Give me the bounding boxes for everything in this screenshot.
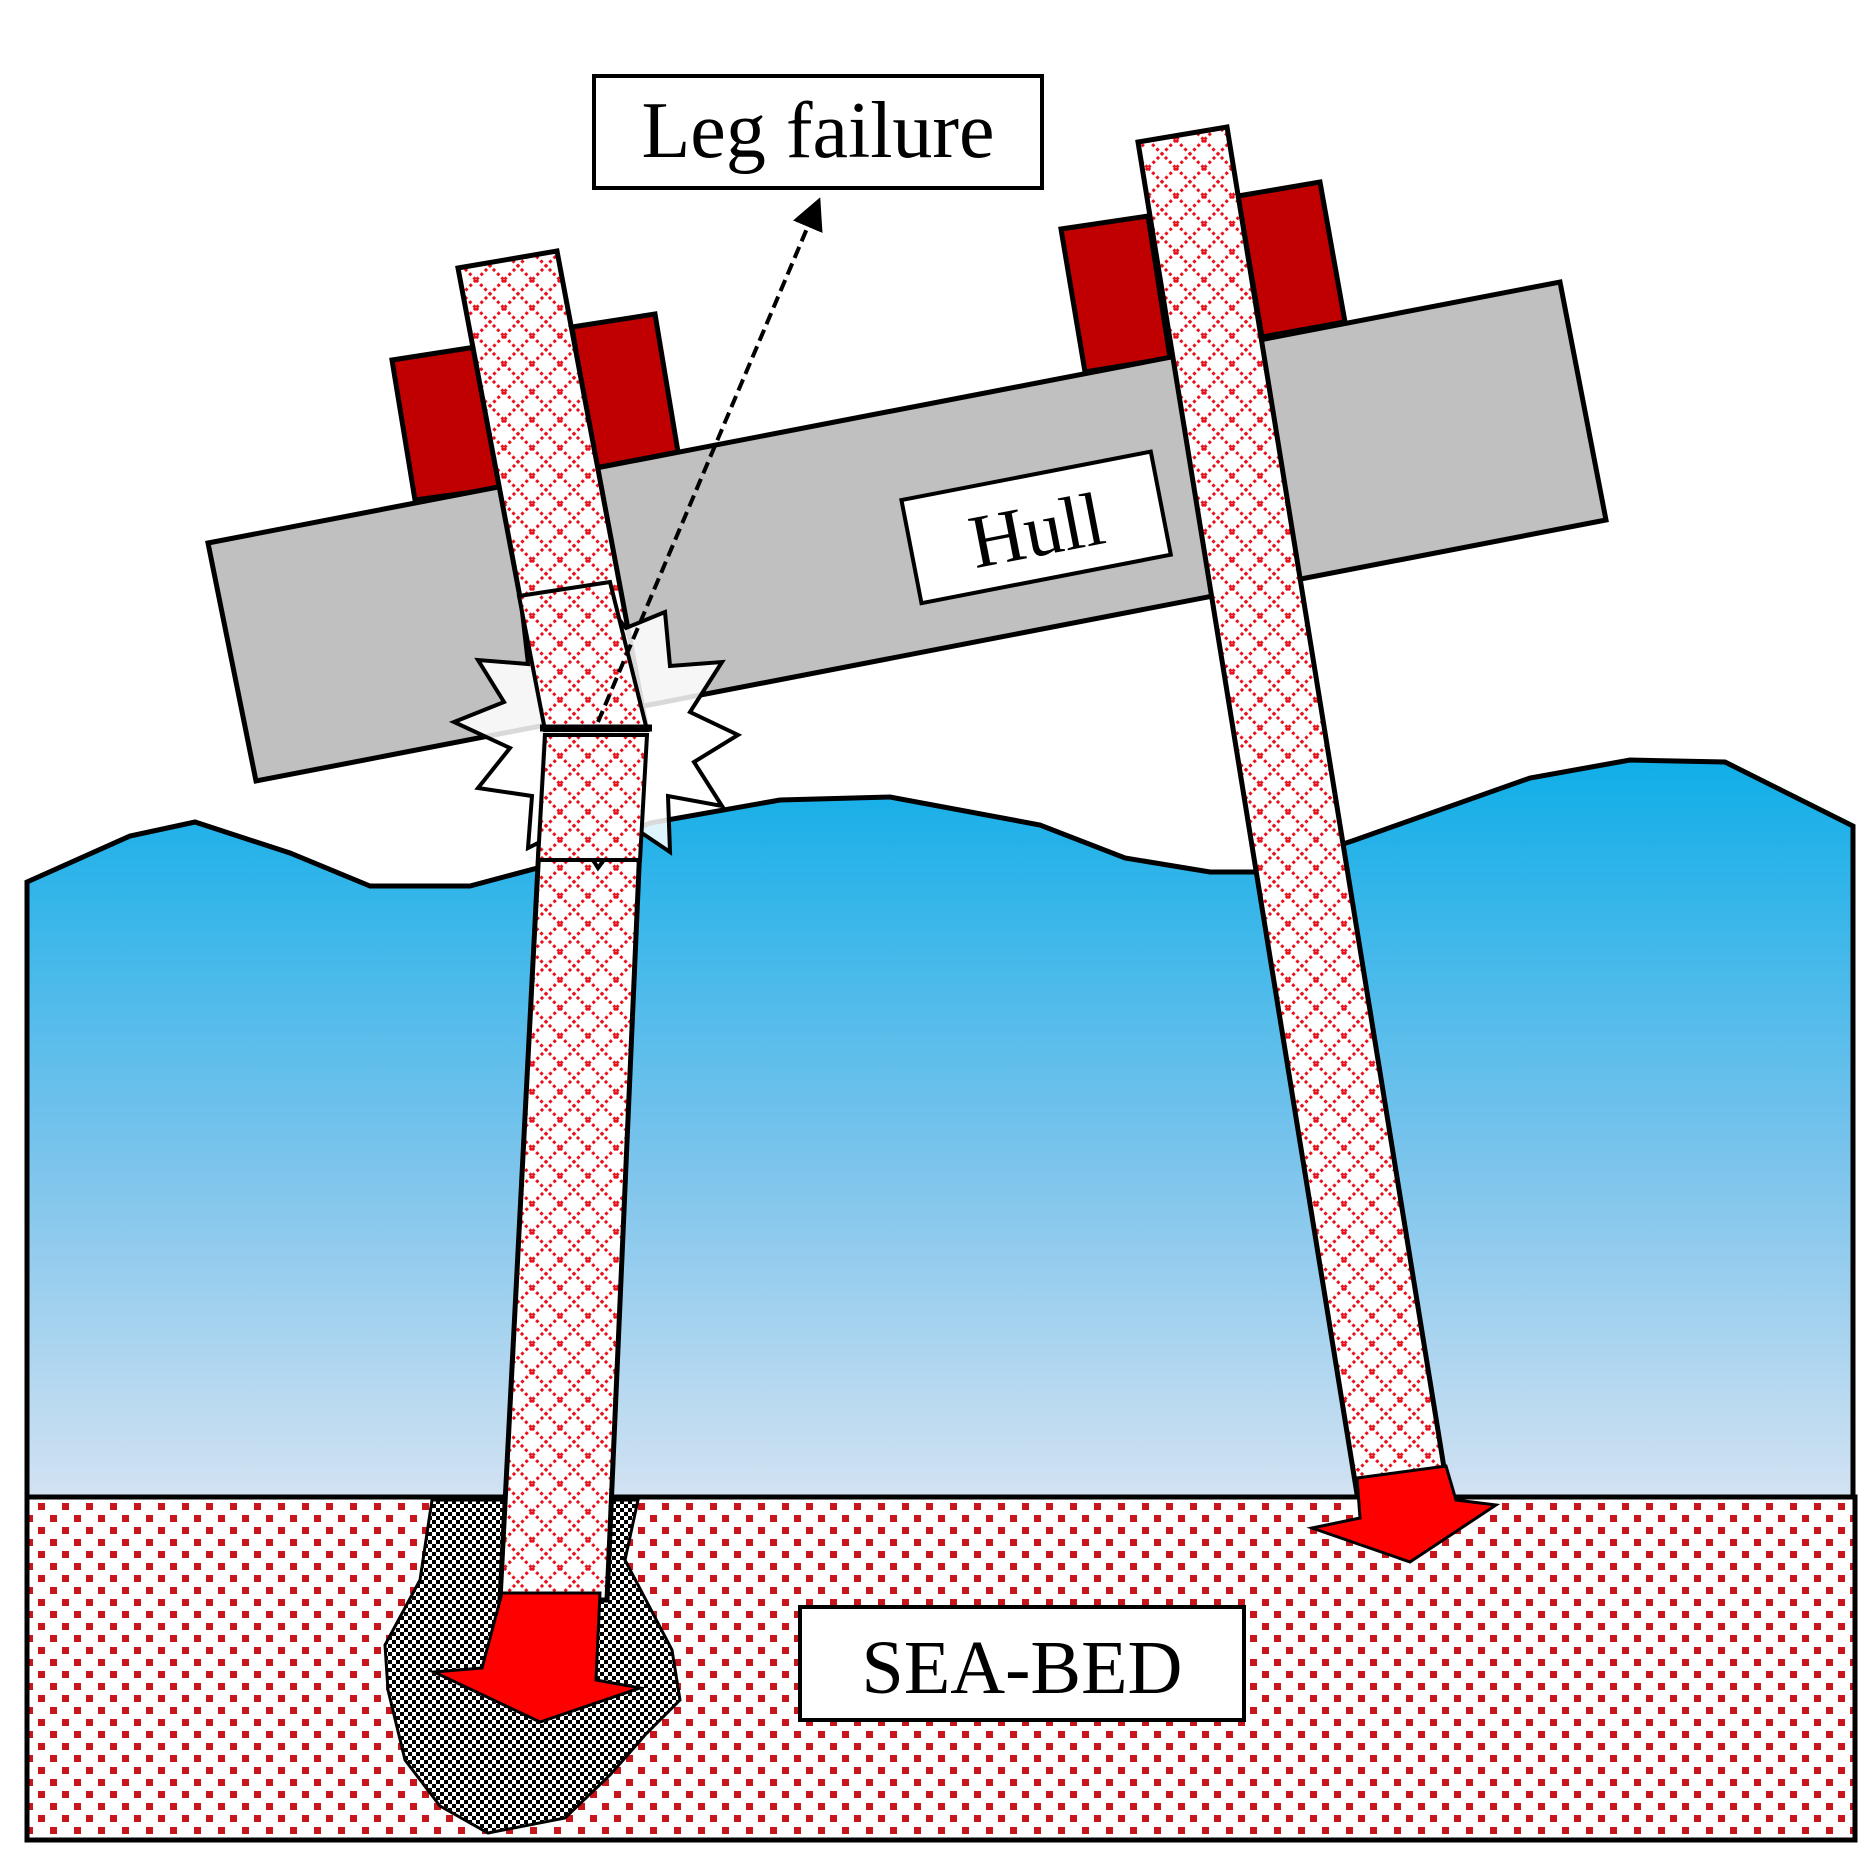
seabed-text: SEA-BED — [862, 1626, 1183, 1710]
leg-failure-label: Leg failure — [592, 74, 1044, 190]
seabed-label: SEA-BED — [798, 1605, 1246, 1722]
right-leg-penetration-arrow — [1306, 1464, 1501, 1564]
left-leg-lower-break — [535, 733, 650, 862]
sea-water — [24, 757, 1856, 1500]
failure-pointer-icon — [596, 197, 823, 723]
hull-label: Hull — [899, 449, 1174, 606]
left-leg-penetration-arrow — [428, 1591, 646, 1724]
leg-failure-text: Leg failure — [641, 87, 994, 175]
